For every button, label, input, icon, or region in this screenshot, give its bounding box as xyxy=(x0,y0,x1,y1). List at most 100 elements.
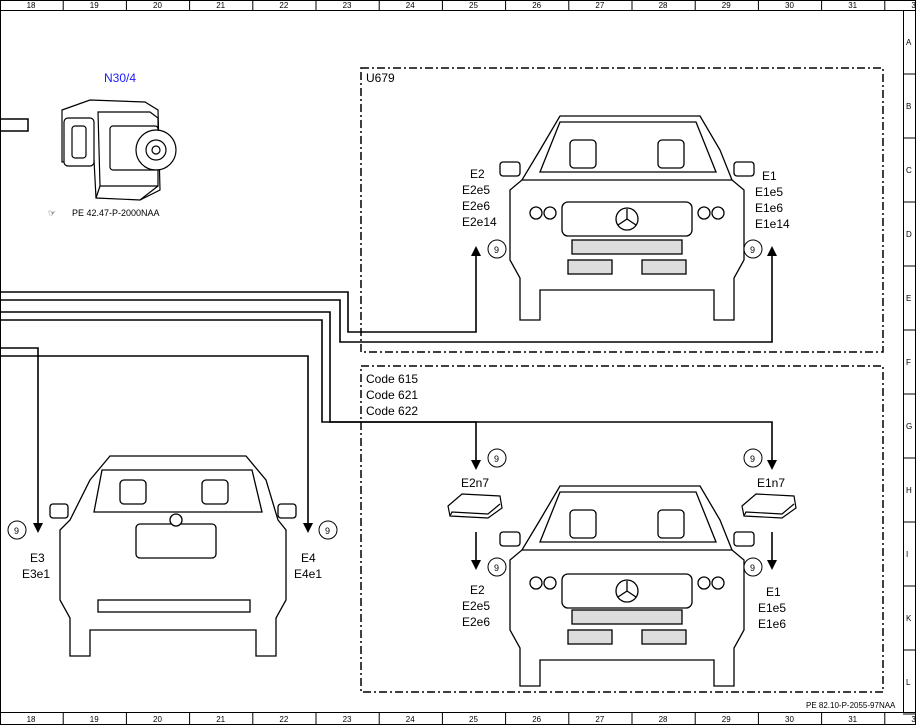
column-label: 29 xyxy=(722,1,731,10)
svg-text:9: 9 xyxy=(494,454,499,464)
connector-9-icon: 9 xyxy=(743,557,763,577)
column-label: 19 xyxy=(90,1,99,10)
svg-text:9: 9 xyxy=(325,526,330,536)
box-code-3: Code 622 xyxy=(366,404,418,418)
column-label: 21 xyxy=(216,1,225,10)
abs-module-drawing xyxy=(61,99,177,201)
component-n30-4: N30/4 ☞ PE 42.47-P-2000NAA xyxy=(48,71,177,218)
column-label: 20 xyxy=(153,1,162,10)
connector-9-icon: 9 xyxy=(743,239,763,259)
row-label: C xyxy=(906,166,912,175)
wiring-lines xyxy=(0,250,773,566)
row-label: D xyxy=(906,230,912,239)
column-label: 18 xyxy=(27,715,36,724)
column-label: 19 xyxy=(90,715,99,724)
svg-text:E4e1: E4e1 xyxy=(294,567,322,581)
module-e2n7-label: E2n7 xyxy=(461,476,489,490)
svg-text:E2e14: E2e14 xyxy=(462,215,497,229)
wire-to-e1-upper xyxy=(0,250,773,343)
svg-text:9: 9 xyxy=(750,563,755,573)
rear-right-labels: E4 E4e1 xyxy=(294,551,322,581)
column-label: 31 xyxy=(848,1,857,10)
row-label: L xyxy=(906,678,911,687)
column-label: 28 xyxy=(659,715,668,724)
connector-9-icon: 9 xyxy=(318,520,338,540)
row-label: G xyxy=(906,422,912,431)
row-label: A xyxy=(906,38,912,47)
box-u679 xyxy=(360,67,884,353)
column-label: 25 xyxy=(469,1,478,10)
svg-text:E1e5: E1e5 xyxy=(758,601,786,615)
column-label: 30 xyxy=(785,1,794,10)
connector-9-icon: 9 xyxy=(743,448,763,468)
svg-text:E2e6: E2e6 xyxy=(462,615,490,629)
svg-text:9: 9 xyxy=(494,245,499,255)
pointer-icon: ☞ xyxy=(48,208,56,218)
component-ref: PE 42.47-P-2000NAA xyxy=(72,208,160,218)
lower-left-labels: E2 E2e5 E2e6 xyxy=(462,583,490,629)
wire-to-e4 xyxy=(0,355,309,528)
svg-text:E2e5: E2e5 xyxy=(462,599,490,613)
connector-stub xyxy=(0,118,29,132)
row-label: I xyxy=(906,550,908,559)
column-label: 27 xyxy=(595,1,604,10)
svg-text:E3e1: E3e1 xyxy=(22,567,50,581)
connector-markers: 9 9 9 9 9 9 9 9 xyxy=(7,239,763,577)
svg-text:E4: E4 xyxy=(301,551,316,565)
row-label: F xyxy=(906,358,911,367)
column-label: 23 xyxy=(343,1,352,10)
connector-9-icon: 9 xyxy=(487,557,507,577)
row-label: E xyxy=(906,294,911,303)
box-codes xyxy=(360,365,884,693)
row-label: H xyxy=(906,486,912,495)
module-e2n7 xyxy=(447,493,503,519)
row-label: K xyxy=(906,614,912,623)
column-label: 28 xyxy=(659,1,668,10)
svg-text:E1: E1 xyxy=(766,585,781,599)
svg-text:9: 9 xyxy=(494,563,499,573)
module-e1n7 xyxy=(741,493,797,519)
svg-text:E1e6: E1e6 xyxy=(758,617,786,631)
box-code-1: Code 615 xyxy=(366,372,418,386)
svg-text:E1e6: E1e6 xyxy=(755,201,783,215)
column-label: 24 xyxy=(406,715,415,724)
upper-left-labels: E2 E2e5 E2e6 E2e14 xyxy=(462,167,497,229)
column-label: 20 xyxy=(153,715,162,724)
connector-9-icon: 9 xyxy=(487,448,507,468)
lower-right-labels: E1 E1e5 E1e6 xyxy=(758,585,786,631)
upper-right-labels: E1 E1e5 E1e6 E1e14 xyxy=(755,169,790,231)
column-label: 23 xyxy=(343,715,352,724)
car-front-upper xyxy=(499,115,755,321)
arrowheads xyxy=(33,246,777,570)
svg-text:E1e5: E1e5 xyxy=(755,185,783,199)
component-id: N30/4 xyxy=(104,71,136,85)
column-label: 32 xyxy=(911,1,916,10)
rear-left-labels: E3 E3e1 xyxy=(22,551,50,581)
column-label: 29 xyxy=(722,715,731,724)
svg-text:9: 9 xyxy=(750,454,755,464)
column-label: 30 xyxy=(785,715,794,724)
box-code-2: Code 621 xyxy=(366,388,418,402)
connector-9-icon: 9 xyxy=(487,239,507,259)
document-ref: PE 82.10-P-2055-97NAA xyxy=(806,701,896,710)
wire-to-e2-upper xyxy=(0,250,477,333)
column-label: 21 xyxy=(216,715,225,724)
row-ruler: A B C D E F G H I K L xyxy=(903,38,916,715)
column-label: 22 xyxy=(279,1,288,10)
module-e1n7-label: E1n7 xyxy=(757,476,785,490)
column-ruler: 1818191920202121222223232424252526262727… xyxy=(27,0,916,725)
column-label: 32 xyxy=(911,715,916,724)
svg-text:E2e5: E2e5 xyxy=(462,183,490,197)
svg-text:E1e14: E1e14 xyxy=(755,217,790,231)
column-label: 22 xyxy=(279,715,288,724)
column-label: 25 xyxy=(469,715,478,724)
column-label: 18 xyxy=(27,1,36,10)
car-front-lower xyxy=(499,485,755,687)
connector-9-icon: 9 xyxy=(7,520,27,540)
row-label: B xyxy=(906,102,911,111)
column-label: 26 xyxy=(532,1,541,10)
svg-text:9: 9 xyxy=(750,245,755,255)
column-label: 31 xyxy=(848,715,857,724)
wire-to-e1n7 xyxy=(0,319,773,466)
